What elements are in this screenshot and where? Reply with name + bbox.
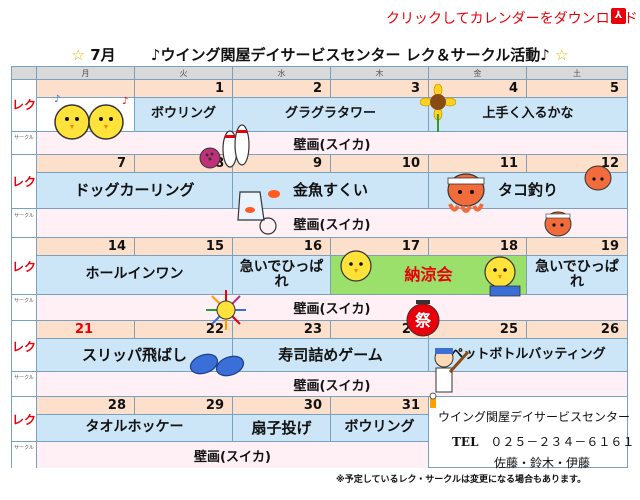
tel-label: TEL (452, 435, 479, 449)
date-cell: 26 (527, 321, 627, 339)
rec-label-cell: レク (12, 155, 37, 209)
event-cell: ホールインワン (37, 256, 233, 295)
star-icon: ☆ (71, 46, 85, 64)
rec-label-cell: レク (12, 238, 37, 295)
circle-label-cell: サークル (12, 295, 37, 321)
staff-names: 佐藤・鈴木・伊藤 (494, 456, 591, 470)
circle-label-cell: サークル (12, 372, 37, 397)
circle-activity-cell: 壁画(スイカ) (37, 209, 627, 238)
goldfish-scoop-icon (237, 190, 280, 235)
date-cell: 19 (527, 238, 627, 256)
event-cell: 上手く入るかな (429, 98, 627, 132)
date-cell: 25 (429, 321, 527, 339)
chick-mascot-icon (484, 256, 521, 297)
fireworks-icon (206, 290, 246, 330)
weekday-header: 金 (429, 67, 527, 80)
svg-text:♪: ♪ (122, 96, 128, 107)
date-cell-holiday: 21 (37, 321, 135, 339)
circle-activity-cell: 壁画(スイカ) (37, 442, 429, 468)
circle-label-cell: サークル (12, 209, 37, 238)
batter-icon (429, 348, 470, 408)
event-cell: ドッグカーリング (37, 173, 233, 209)
lantern-icon: 祭 (406, 300, 440, 337)
title-text: ♪ウイング関屋デイサービスセンター レク＆サークル活動♪ (150, 46, 550, 64)
svg-text:祭: 祭 (414, 311, 432, 330)
event-cell: 寿司詰めゲーム (233, 339, 429, 372)
download-calendar-link[interactable]: クリックしてカレンダーをダウンロード (386, 11, 638, 27)
event-cell: 急いでひっぱれ (527, 256, 627, 295)
date-cell: 15 (135, 238, 233, 256)
date-cell: 29 (135, 397, 233, 415)
bowling-pins-icon (222, 124, 250, 168)
event-cell: 金魚すくい (233, 173, 429, 209)
weekday-header: 土 (527, 67, 627, 80)
sunflower-icon (420, 84, 456, 132)
octopus-icon (584, 165, 612, 191)
date-cell: 18 (429, 238, 527, 256)
pdf-icon[interactable]: ⅄ (611, 8, 626, 24)
chick-mascot-icon (340, 250, 372, 282)
rec-label-cell: レク (12, 397, 37, 442)
page-title: ☆ 7月 ♪ウイング関屋デイサービスセンター レク＆サークル活動♪ ☆ (0, 44, 640, 65)
weekday-header: 木 (331, 67, 429, 80)
date-cell: 16 (233, 238, 331, 256)
event-cell: ペットボトルバッティング (429, 339, 627, 372)
weekday-header: 月 (37, 67, 135, 80)
bowling-ball-icon (199, 147, 221, 169)
disclaimer-note: ※予定しているレク・サークルは変更になる場合もあります。 (336, 475, 587, 485)
header-corner (12, 67, 37, 80)
event-cell: 扇子投げ (233, 415, 331, 442)
circle-label-cell: サークル (12, 132, 37, 155)
date-cell: 9 (233, 155, 331, 173)
date-cell: 2 (233, 80, 331, 98)
circle-label-cell: サークル (12, 442, 37, 468)
date-cell: 3 (331, 80, 429, 98)
event-cell: 急いでひっぱれ (233, 256, 331, 295)
date-cell: 22 (135, 321, 233, 339)
circle-activity-cell: 壁画(スイカ) (37, 372, 627, 397)
slippers-icon (189, 353, 245, 377)
date-cell: 30 (233, 397, 331, 415)
date-cell: 11 (429, 155, 527, 173)
date-cell: 31 (331, 397, 429, 415)
event-cell: ボウリング (331, 415, 429, 442)
rec-label-cell: レク (12, 321, 37, 372)
date-cell (37, 80, 135, 98)
octopus-icon (544, 211, 572, 237)
date-cell: 1 (135, 80, 233, 98)
circle-activity-cell: 壁画(スイカ) (37, 132, 627, 155)
date-cell: 23 (233, 321, 331, 339)
event-cell: タオルホッケー (37, 415, 233, 442)
svg-text:♪: ♪ (54, 94, 60, 105)
contact-box: ウイング関屋デイサービスセンター TEL ０２５－２３４－６１６１ 佐藤・鈴木・… (434, 400, 634, 471)
chick-mascot-icon: ♪♪ (54, 94, 128, 140)
date-cell: 5 (527, 80, 627, 98)
date-cell: 14 (37, 238, 135, 256)
month-label: 7月 (90, 46, 116, 64)
weekday-header: 水 (233, 67, 331, 80)
rec-label-cell: レク (12, 80, 37, 132)
octopus-icon (447, 173, 485, 213)
event-cell: グラグラタワー (233, 98, 429, 132)
tel-number: ０２５－２３４－６１６１ (490, 435, 635, 449)
event-cell: ボウリング (135, 98, 233, 132)
date-cell: 10 (331, 155, 429, 173)
weekday-header: 火 (135, 67, 233, 80)
date-cell: 7 (37, 155, 135, 173)
circle-activity-cell: 壁画(スイカ) (37, 295, 627, 321)
date-cell: 28 (37, 397, 135, 415)
star-icon: ☆ (555, 46, 569, 64)
center-name: ウイング関屋デイサービスセンター (438, 410, 631, 424)
date-cell: 4 (429, 80, 527, 98)
